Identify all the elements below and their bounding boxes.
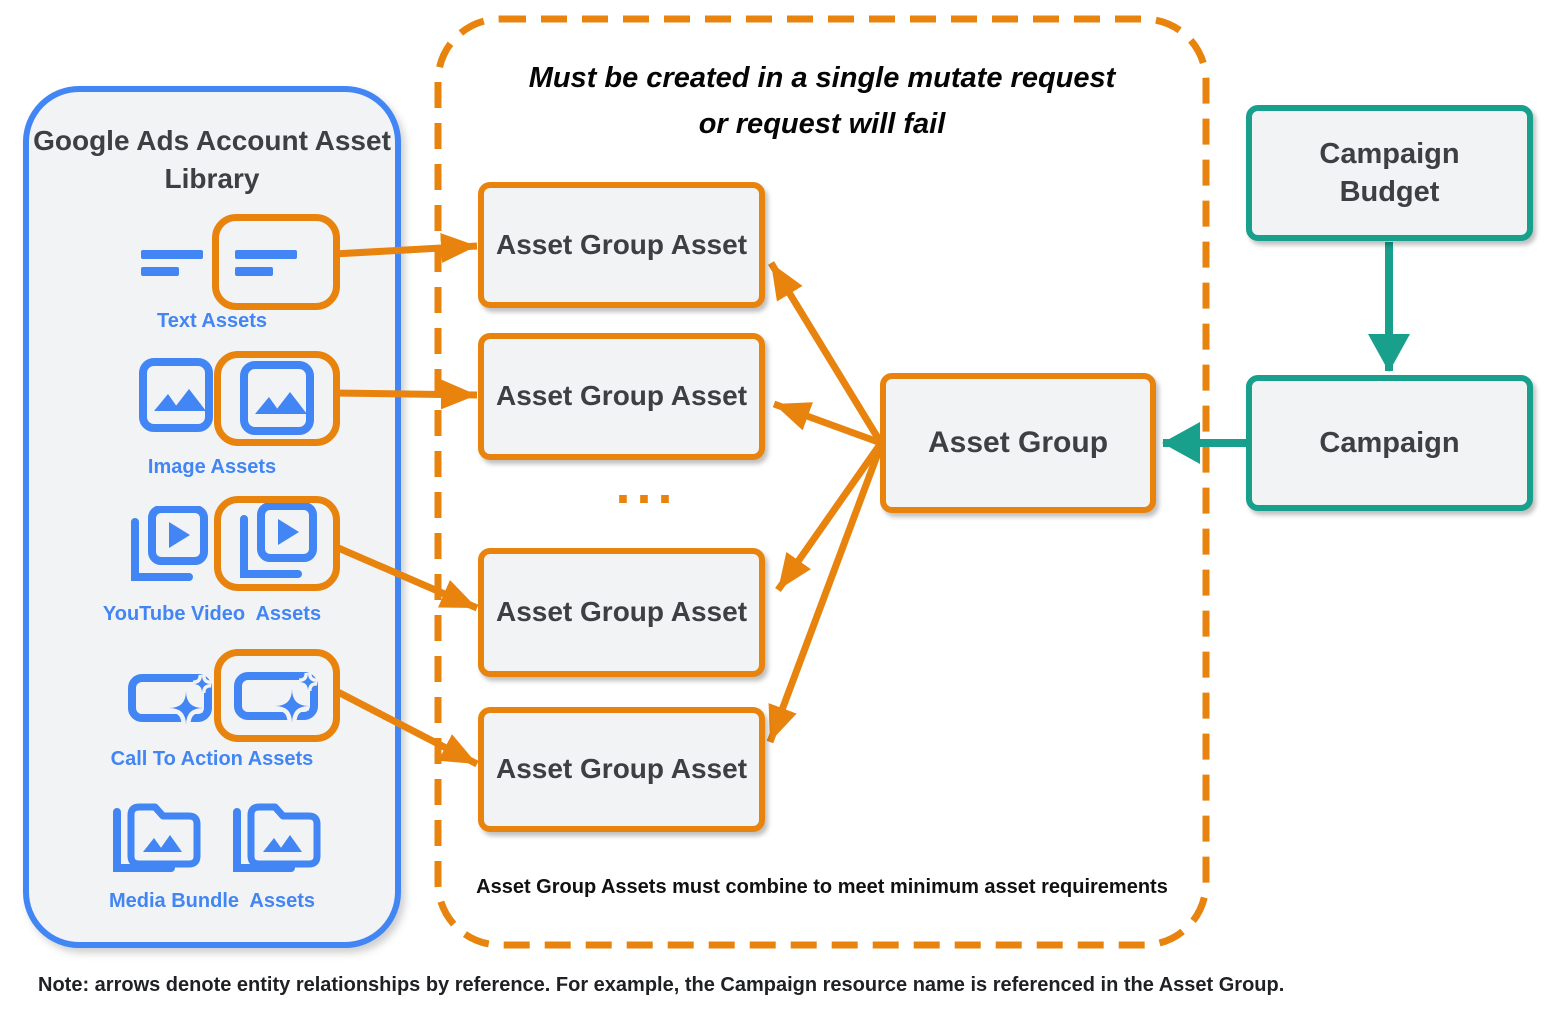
image-icon — [139, 358, 213, 432]
youtube-video-icon — [240, 503, 317, 578]
mutate-request-title: Must be created in a single mutate reque… — [438, 55, 1206, 147]
reference-note: Note: arrows denote entity relationships… — [38, 974, 1285, 996]
call-to-action-icon — [234, 672, 318, 724]
arrow-asset-group-to-asset-group-asset-4 — [766, 443, 885, 744]
asset-library-title: Google Ads Account Asset Library — [33, 125, 391, 194]
cta-assets-label: Call To Action Assets — [110, 748, 314, 770]
media-bundle-icon — [113, 803, 201, 872]
asset-group-asset-box-3: Asset Group Asset — [478, 548, 765, 677]
text-lines-icon — [235, 250, 297, 276]
mutate-request-title-line1: Must be created in a single mutate reque… — [528, 62, 1116, 94]
asset-group-asset-box-1: Asset Group Asset — [478, 182, 765, 308]
youtube-video-icon — [131, 506, 208, 581]
campaign-box: Campaign — [1246, 375, 1533, 511]
image-icon — [240, 361, 314, 435]
text-assets-highlight-ring — [212, 214, 340, 310]
arrow-asset-group-to-asset-group-asset-2 — [772, 400, 883, 447]
media-bundle-icon — [233, 803, 321, 872]
asset-library-panel: Google Ads Account Asset Library Text As… — [23, 86, 401, 948]
text-lines-icon — [141, 250, 203, 276]
arrow-asset-group-to-asset-group-asset-3 — [775, 440, 884, 593]
ellipsis: ... — [615, 455, 679, 515]
media-bundle-assets-label: Media Bundle Assets — [109, 890, 315, 912]
arrow-asset-group-to-asset-group-asset-1 — [768, 261, 884, 445]
image-assets-highlight-ring — [214, 351, 340, 446]
campaign-budget-box: Campaign Budget — [1246, 105, 1533, 241]
asset-requirements-footnote: Asset Group Assets must combine to meet … — [476, 876, 1168, 898]
call-to-action-icon — [128, 674, 212, 726]
youtube-assets-label: YouTube Video Assets — [102, 603, 322, 625]
mutate-request-title-line2: or request will fail — [698, 108, 946, 140]
asset-group-asset-box-2: Asset Group Asset — [478, 333, 765, 460]
asset-group-asset-box-4: Asset Group Asset — [478, 707, 765, 832]
text-assets-label: Text Assets — [156, 310, 268, 332]
youtube-assets-highlight-ring — [214, 496, 340, 591]
asset-group-box: Asset Group — [880, 373, 1156, 513]
image-assets-label: Image Assets — [147, 456, 277, 478]
